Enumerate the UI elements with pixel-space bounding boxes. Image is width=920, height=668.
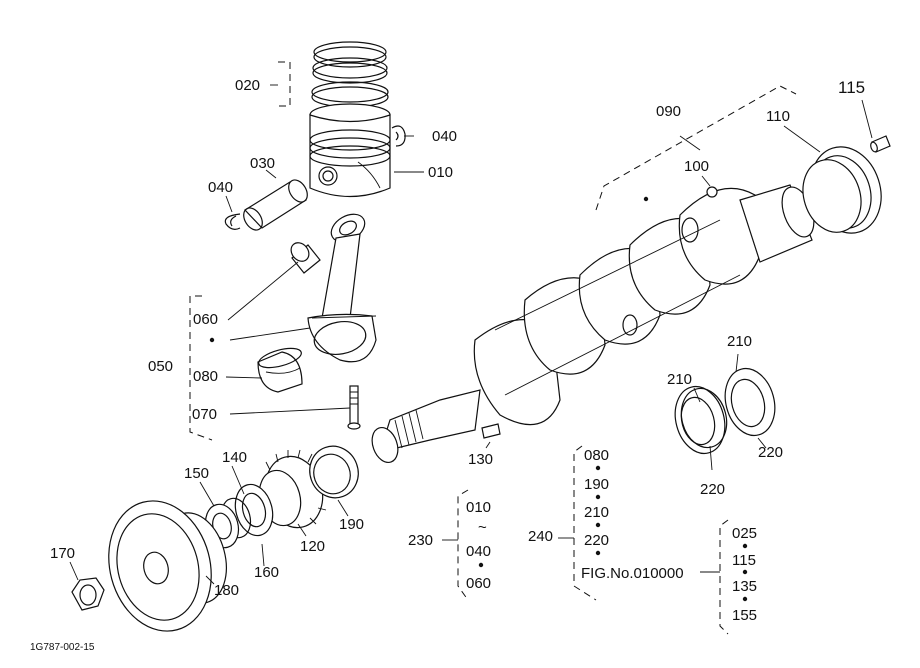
- dowel-pin[interactable]: [869, 135, 891, 153]
- part-labels: 020 040 010 030 040 060 050 080 070 090 …: [50, 77, 865, 599]
- feather-key[interactable]: [481, 423, 501, 439]
- label-220-right: 220: [758, 444, 783, 461]
- piston[interactable]: [309, 103, 391, 198]
- gear-bushing[interactable]: [303, 439, 366, 504]
- label-190: 190: [339, 516, 364, 533]
- label-150: 150: [184, 465, 209, 482]
- piston-rings[interactable]: [311, 41, 389, 108]
- reference-dots: [209, 196, 748, 602]
- thrust-bearing-upper[interactable]: [718, 363, 782, 441]
- label-050: 050: [148, 358, 173, 375]
- group-230-item: 060: [466, 575, 491, 592]
- group-230-item: ~: [478, 519, 487, 536]
- group-240-item: 220: [584, 532, 609, 549]
- label-130: 130: [468, 451, 493, 468]
- label-060: 060: [193, 311, 218, 328]
- label-140: 140: [222, 449, 247, 466]
- label-040-right: 040: [432, 128, 457, 145]
- plug[interactable]: [706, 186, 718, 198]
- group-240-item: 210: [584, 504, 609, 521]
- figure-code: 1G787-002-15: [30, 642, 95, 653]
- crankshaft-sleeve[interactable]: [794, 138, 892, 243]
- label-080: 080: [193, 368, 218, 385]
- label-180: 180: [214, 582, 239, 599]
- label-220-lower: 220: [700, 481, 725, 498]
- label-010: 010: [428, 164, 453, 181]
- connecting-rod[interactable]: [307, 209, 377, 363]
- label-210-lower: 210: [667, 371, 692, 388]
- label-170: 170: [50, 545, 75, 562]
- label-210-upper: 210: [727, 333, 752, 350]
- figure-ref-item: 155: [732, 607, 757, 624]
- group-230-list: 010 ~ 040 060: [466, 499, 491, 592]
- group-240-item: 190: [584, 476, 609, 493]
- pulley-nut[interactable]: [71, 577, 105, 611]
- label-120: 120: [300, 538, 325, 555]
- small-end-bushing[interactable]: [287, 239, 321, 274]
- label-110: 110: [766, 108, 790, 125]
- label-230: 230: [408, 532, 433, 549]
- label-160: 160: [254, 564, 279, 581]
- thrust-bearing-lower[interactable]: [668, 381, 733, 459]
- crankpin-bearing[interactable]: [257, 345, 304, 393]
- label-090: 090: [656, 103, 681, 120]
- group-240-list: 080 190 210 220 FIG.No.010000: [581, 447, 684, 582]
- group-240-item: 080: [584, 447, 609, 464]
- label-020: 020: [235, 77, 260, 94]
- label-030: 030: [250, 155, 275, 172]
- figure-ref-item: 135: [732, 578, 757, 595]
- label-240: 240: [528, 528, 553, 545]
- leader-lines: [69, 61, 873, 635]
- label-100: 100: [684, 158, 709, 175]
- label-070: 070: [192, 406, 217, 423]
- label-115: 115: [838, 78, 865, 97]
- circlip-left[interactable]: [224, 213, 241, 230]
- group-230-item: 040: [466, 543, 491, 560]
- group-240-figure-ref: FIG.No.010000: [581, 565, 684, 582]
- rod-bolt[interactable]: [347, 385, 361, 430]
- group-230-item: 010: [466, 499, 491, 516]
- figure-ref-item: 025: [732, 525, 757, 542]
- figure-ref-list: 025 115 135 155: [732, 525, 757, 624]
- piston-pin[interactable]: [240, 177, 311, 234]
- circlip-right[interactable]: [391, 125, 406, 147]
- collar[interactable]: [230, 480, 278, 540]
- crankshaft[interactable]: [368, 183, 820, 466]
- figure-ref-item: 115: [732, 552, 756, 569]
- label-040-left: 040: [208, 179, 233, 196]
